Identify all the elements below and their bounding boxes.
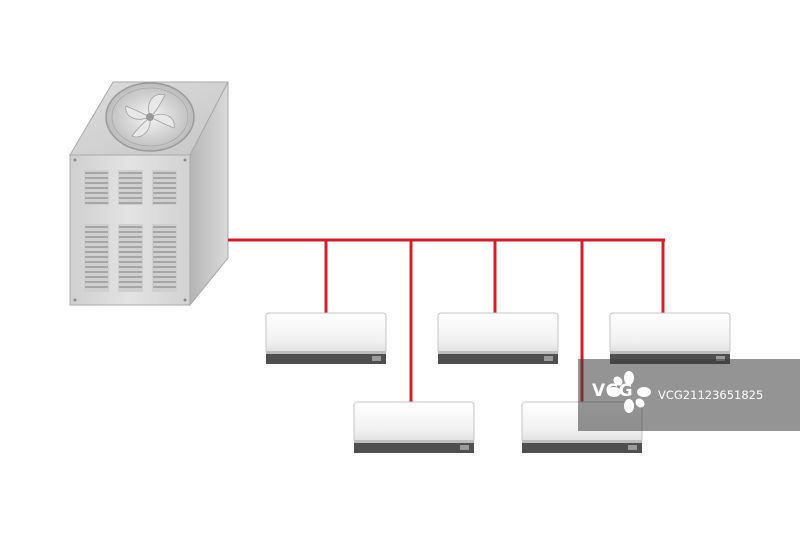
vent-grille: [84, 170, 177, 292]
indoor-unit: [353, 401, 475, 453]
outdoor-unit: [69, 81, 229, 307]
refrigerant-pipes: [228, 238, 665, 402]
fan-icon: [105, 82, 195, 152]
indoor-unit: [265, 312, 387, 364]
watermark-flower-icon: [607, 371, 651, 413]
indoor-unit: [609, 312, 731, 364]
watermark-logo: VCG: [592, 381, 634, 401]
indoor-unit: [437, 312, 559, 364]
watermark-id: VCG21123651825: [658, 388, 764, 402]
